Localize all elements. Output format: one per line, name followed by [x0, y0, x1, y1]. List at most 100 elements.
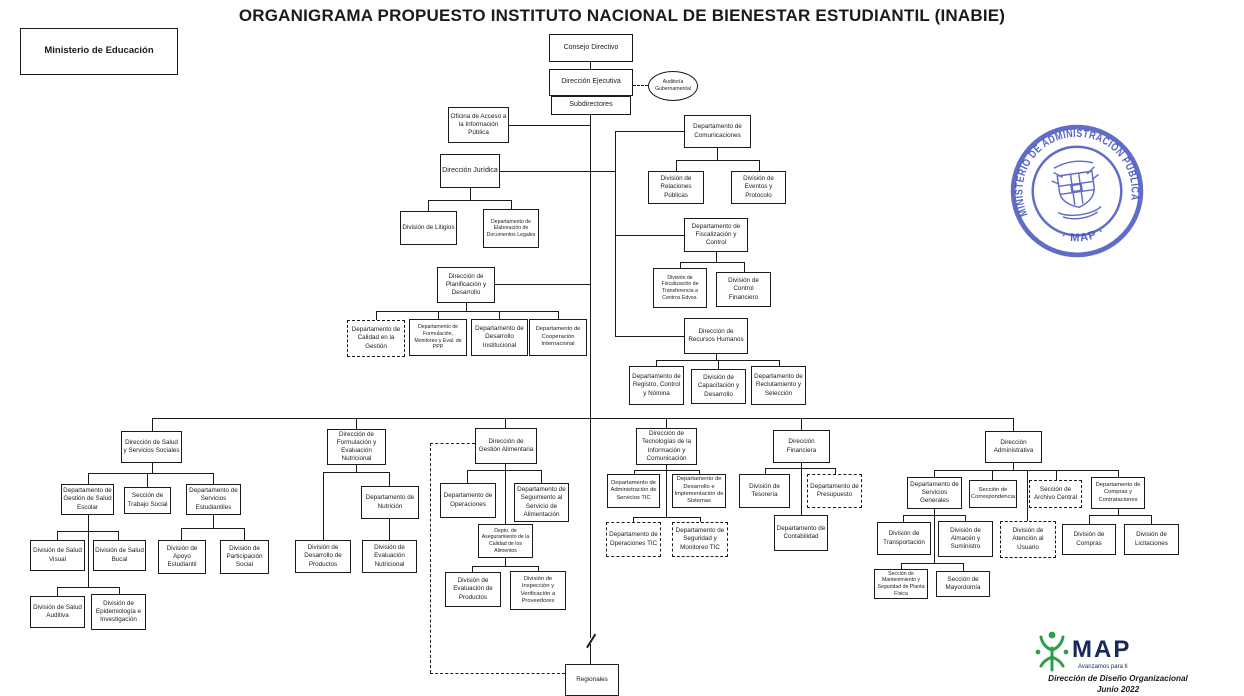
footer-credit-line: Dirección de Diseño Organizacional [1048, 674, 1188, 683]
connector [901, 563, 903, 569]
connector [716, 354, 718, 360]
connector [505, 464, 507, 525]
node-depto-formulacion-ppp: Departamento de Formulación, Monitoreo y… [409, 319, 467, 356]
node-division-salud-bucal: División de Salud Bucal [93, 540, 146, 571]
connector [765, 468, 835, 470]
connector [765, 468, 767, 474]
connector [244, 528, 246, 540]
node-depto-registro-control-nomina: Departamento de Registro, Control y Nómi… [629, 366, 684, 405]
connector [801, 463, 803, 515]
connector [152, 463, 154, 473]
connector [538, 566, 540, 571]
connector [472, 566, 538, 568]
connector [590, 115, 592, 418]
connector [1056, 470, 1058, 480]
connector-dashed [430, 443, 431, 673]
connector [934, 470, 936, 477]
node-depto-nutricion: Departamento de Nutrición [361, 486, 419, 519]
node-direccion-planificacion: Dirección de Planificación y Desarrollo [437, 267, 495, 303]
connector [505, 558, 507, 566]
connector [213, 473, 215, 484]
node-direccion-salud-servicios-sociales: Dirección de Salud y Servicios Sociales [121, 431, 182, 463]
map-logo-wordmark: MAP [1072, 636, 1132, 663]
connector [633, 85, 648, 86]
node-depto-elaboracion-documentos: Departamento de Elaboración de Documento… [483, 209, 539, 248]
node-depto-administracion-servicios-tic: Departamento de Administración de Servic… [607, 474, 660, 508]
connector [1027, 470, 1029, 521]
connector [633, 517, 700, 519]
connector [389, 519, 391, 540]
connector [467, 470, 469, 483]
node-division-participacion-social: División de Participación Social [220, 540, 269, 574]
node-depto-desarrollo-institucional: Departamento de Desarrollo Institucional [471, 319, 528, 356]
connector [213, 515, 215, 528]
connector [680, 262, 744, 264]
connector [716, 252, 718, 262]
node-division-licitaciones: División de Licitaciones [1124, 524, 1179, 555]
node-auditoria-gubernamental: Auditoría Gubernamental [648, 71, 698, 101]
connector [903, 515, 905, 522]
connector [680, 262, 682, 268]
node-depto-servicios-generales: Departamento de Servicios Generales [907, 477, 962, 509]
node-division-tesoreria: División de Tesorería [739, 474, 790, 508]
page-title: ORGANIGRAMA PROPUESTO INSTITUTO NACIONAL… [238, 6, 1006, 25]
connector [717, 148, 719, 160]
connector [759, 160, 761, 171]
connector [1089, 515, 1151, 517]
connector [1089, 515, 1091, 524]
connector [356, 465, 358, 472]
node-depto-servicios-estudiantiles: Departamento de Servicios Estudiantiles [186, 484, 241, 515]
connector [634, 470, 636, 474]
node-division-salud-auditiva: División de Salud Auditiva [30, 596, 85, 628]
connector [57, 587, 119, 589]
connector [118, 531, 120, 540]
connector [676, 160, 759, 162]
footer-map-block: MAP Avanzamos para ti Dirección de Diseñ… [1008, 630, 1228, 694]
connector [438, 311, 440, 319]
map-seal-stamp-icon: MINISTERIO DE ADMINISTRACIÓN PÚBLICA · M… [1005, 120, 1144, 258]
connector [835, 468, 837, 474]
node-direccion-financiera: Dirección Financiera [773, 430, 830, 463]
node-depto-fiscalizacion-control: Departamento de Fiscalización y Control [684, 218, 748, 252]
connector [88, 473, 213, 475]
connector [634, 470, 699, 472]
seal-bottom-text: · MAP · [1059, 224, 1108, 247]
connector [779, 360, 781, 366]
node-division-evaluacion-productos: División de Evaluación de Productos [445, 572, 501, 607]
connector [558, 311, 560, 319]
node-division-compras: División de Compras [1062, 524, 1116, 555]
node-division-capacitacion-desarrollo: División de Capacitación y Desarrollo [691, 369, 746, 404]
connector [1151, 515, 1153, 524]
connector [500, 171, 615, 173]
node-consejo-directivo: Consejo Directivo [549, 34, 633, 62]
connector [801, 418, 803, 430]
node-depto-aseguramiento-calidad: Depto. de Aseguramiento de la Calidad de… [478, 524, 533, 558]
connector [152, 418, 154, 431]
node-depto-seguimiento-alimentacion: Departamento de Seguimiento al Servicio … [514, 483, 569, 522]
node-direccion-administrativa: Dirección Administrativa [985, 431, 1042, 463]
node-subdirectores: Subdirectores [551, 96, 631, 115]
node-ministerio-educacion: Ministerio de Educación [20, 28, 178, 75]
connector [466, 303, 468, 311]
node-seccion-mayordomia: Sección de Mayordomía [936, 571, 990, 597]
node-depto-cooperacion-internacional: Departamento de Cooperación Internaciona… [529, 319, 587, 356]
connector [181, 528, 183, 540]
connector [119, 587, 121, 594]
node-division-apoyo-estudiantil: División de Apoyo Estudiantil [158, 540, 206, 574]
connector [509, 125, 591, 127]
node-division-epidemiologia: División de Epidemiología e Investigació… [91, 594, 146, 630]
connector [666, 465, 668, 517]
connector [152, 418, 1013, 420]
connector [700, 517, 702, 522]
connector [615, 131, 684, 133]
connector [901, 563, 963, 565]
map-logo-tagline: Avanzamos para ti [1078, 664, 1128, 670]
node-direccion-formulacion-nutricional: Dirección de Formulación y Evaluación Nu… [327, 429, 386, 465]
node-seccion-mantenimiento-planta: Sección de Mantenimiento y Seguridad de … [874, 569, 928, 599]
connector [965, 515, 967, 521]
connector [615, 131, 617, 336]
connector [470, 188, 472, 200]
node-depto-desarrollo-sistemas: Departamento de Desarrollo e Implementac… [672, 474, 726, 508]
node-division-relaciones-publicas: División de Relaciones Públicas [648, 171, 704, 204]
